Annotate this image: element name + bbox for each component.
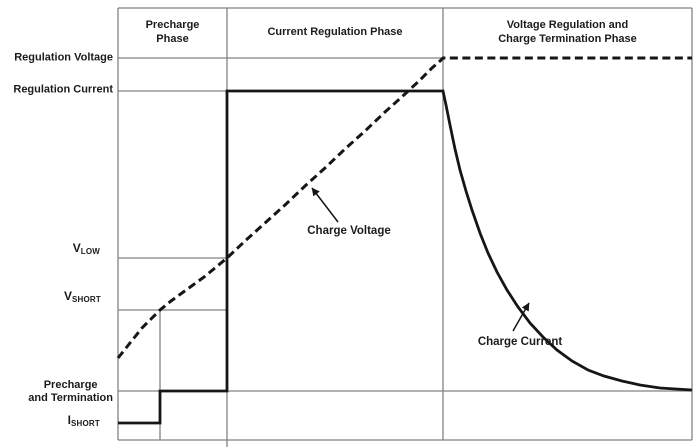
phase-header-precharge: Precharge Phase xyxy=(145,19,200,45)
phase-header-voltage-regulation: Voltage Regulation and Charge Terminatio… xyxy=(498,19,637,45)
charge-current-arrow xyxy=(512,302,530,332)
v-low-symbol: V xyxy=(72,241,81,255)
v-low-subscript: LOW xyxy=(80,247,100,256)
i-short-symbol: I xyxy=(67,413,71,427)
i-short-label: ISHORT xyxy=(68,414,100,430)
charge-current-annotation: Charge Current xyxy=(477,336,563,348)
regulation-current-label: Regulation Current xyxy=(13,83,113,96)
charge-voltage-arrow xyxy=(311,187,339,223)
v-short-subscript: SHORT xyxy=(72,295,101,304)
i-short-subscript: SHORT xyxy=(71,419,100,428)
v-low-label: VLOW xyxy=(73,242,100,258)
phase-header-current-regulation: Current Regulation Phase xyxy=(267,26,403,38)
v-short-label: VSHORT xyxy=(64,290,101,306)
series-charge-current xyxy=(118,89,693,425)
v-short-symbol: V xyxy=(63,289,72,303)
regulation-voltage-label: Regulation Voltage xyxy=(14,51,113,64)
charge-voltage-annotation: Charge Voltage xyxy=(307,225,391,237)
precharge-termination-label: Precharge and Termination xyxy=(28,379,113,404)
series-charge-voltage xyxy=(116,56,692,359)
